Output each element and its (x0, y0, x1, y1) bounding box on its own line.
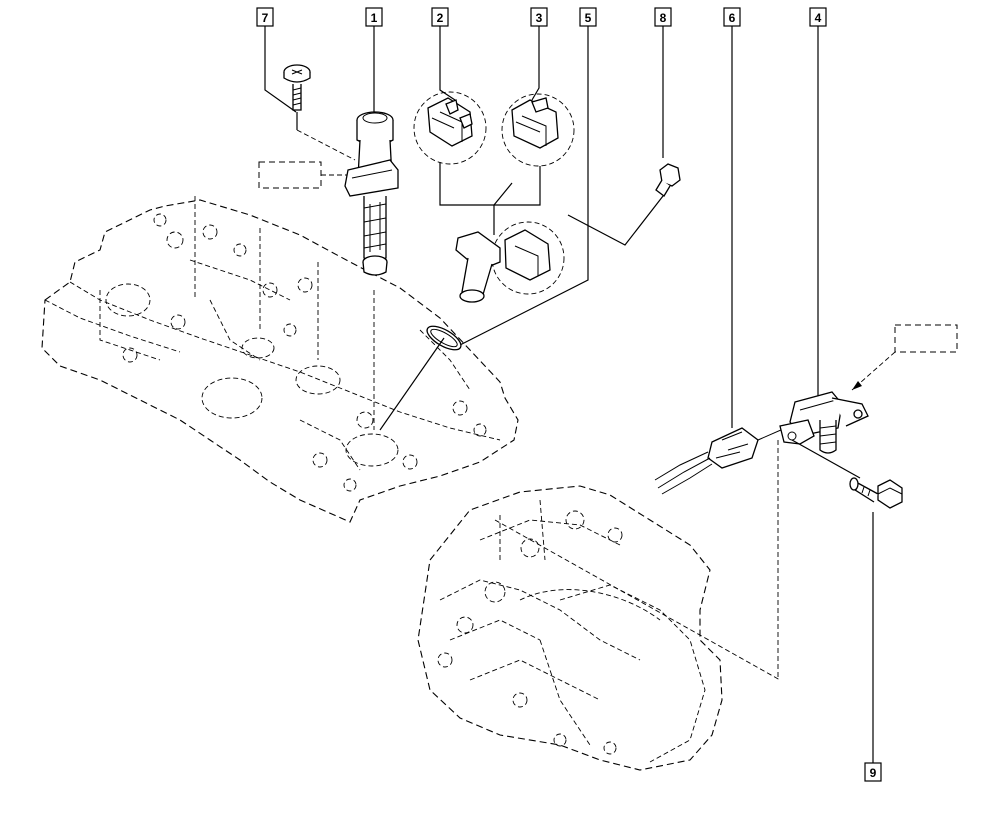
callout-4-label: 4 (815, 11, 822, 25)
callout-2[interactable]: 2 (431, 7, 456, 101)
ignition-coil-part-1 (344, 111, 399, 276)
callout-5[interactable]: 5 (459, 7, 597, 346)
connector-detail-part-2 (413, 91, 487, 165)
callout-6-label: 6 (729, 11, 736, 25)
callout-3-label: 3 (536, 11, 543, 25)
cylinder-head-outline (41, 196, 519, 523)
sensor-part (455, 221, 565, 303)
callout-4[interactable]: 4 (809, 7, 827, 396)
reference-box-right (851, 324, 958, 391)
callout-6[interactable]: 6 (723, 7, 741, 428)
callout-9-label: 9 (870, 766, 877, 780)
bolt-part-9 (849, 477, 903, 509)
o-ring-part-5 (379, 325, 462, 431)
callout-1[interactable]: 1 (365, 7, 383, 112)
callout-3[interactable]: 3 (530, 7, 548, 101)
gearbox-outline (417, 485, 781, 771)
crank-sensor-part-4 (777, 391, 869, 680)
callout-8[interactable]: 8 (654, 7, 672, 158)
wiring-harness-part-6 (654, 425, 791, 495)
callout-9[interactable]: 9 (864, 512, 882, 782)
callout-7[interactable]: 7 (256, 7, 297, 113)
callout-8-label: 8 (660, 11, 667, 25)
screw-part-8 (567, 163, 681, 246)
connector-detail-part-3 (501, 93, 575, 167)
callout-2-label: 2 (437, 11, 444, 25)
callout-7-label: 7 (262, 11, 269, 25)
callout-5-label: 5 (585, 11, 592, 25)
arrow-head-icon (852, 381, 862, 390)
callout-1-label: 1 (371, 11, 378, 25)
reference-box-left (258, 161, 350, 189)
screw-part-7 (283, 64, 356, 161)
